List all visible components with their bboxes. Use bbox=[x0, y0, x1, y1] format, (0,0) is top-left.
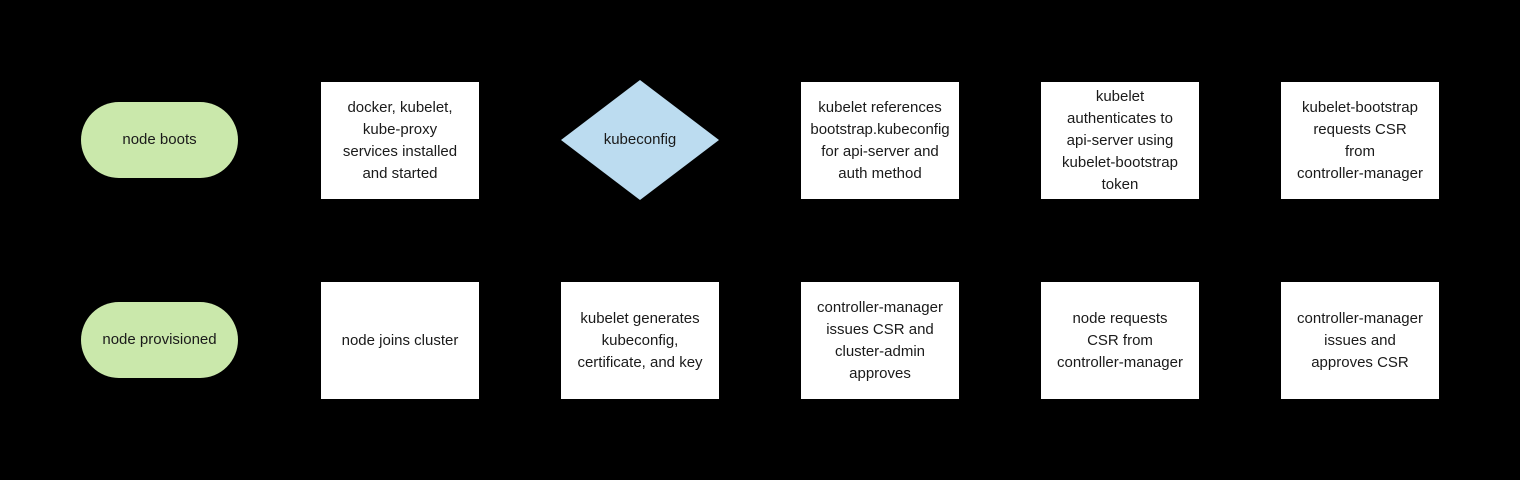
flow-node-label: node boots bbox=[122, 131, 197, 148]
flow-node-label: docker, kubelet, kube-proxy services ins… bbox=[342, 98, 458, 182]
flow-node-node-provisioned[interactable]: node provisioned bbox=[81, 302, 238, 378]
flow-node-node-requests-csr[interactable]: node requests CSR from controller-manage… bbox=[1041, 282, 1199, 399]
flow-node-kubelet-authenticates[interactable]: kubelet authenticates to api-server usin… bbox=[1041, 82, 1199, 199]
flow-node-label: node provisioned bbox=[102, 331, 217, 348]
flow-node-bootstrap-requests-csr[interactable]: kubelet-bootstrap requests CSR from cont… bbox=[1281, 82, 1439, 199]
flow-node-label: node requests CSR from controller-manage… bbox=[1057, 309, 1183, 371]
flow-node-label: kubelet references bootstrap.kubeconfig … bbox=[810, 98, 950, 182]
flow-node-label: kubeconfig bbox=[603, 131, 677, 148]
flow-node-services-installed[interactable]: docker, kubelet, kube-proxy services ins… bbox=[321, 82, 479, 199]
flow-node-cm-issues-approves[interactable]: controller-manager issues and approves C… bbox=[1281, 282, 1439, 399]
flow-node-kubeconfig[interactable]: kubeconfig bbox=[561, 80, 719, 200]
flow-node-kubelet-references[interactable]: kubelet references bootstrap.kubeconfig … bbox=[801, 82, 959, 199]
flow-node-label: controller-manager issues and approves C… bbox=[1297, 309, 1423, 371]
flow-node-label: node joins cluster bbox=[341, 331, 459, 349]
flow-node-kubelet-generates[interactable]: kubelet generates kubeconfig, certificat… bbox=[561, 282, 719, 399]
flow-node-label: kubelet-bootstrap requests CSR from cont… bbox=[1297, 98, 1423, 182]
diamond-shape-icon bbox=[561, 80, 719, 200]
flow-node-label: controller-manager issues CSR and cluste… bbox=[817, 298, 943, 382]
flow-node-label: kubelet authenticates to api-server usin… bbox=[1062, 87, 1178, 193]
flow-node-node-joins-cluster[interactable]: node joins cluster bbox=[321, 282, 479, 399]
flow-node-node-boots[interactable]: node boots bbox=[81, 102, 238, 178]
flow-node-cm-issues-csr[interactable]: controller-manager issues CSR and cluste… bbox=[801, 282, 959, 399]
flow-node-label: kubelet generates kubeconfig, certificat… bbox=[577, 309, 703, 371]
